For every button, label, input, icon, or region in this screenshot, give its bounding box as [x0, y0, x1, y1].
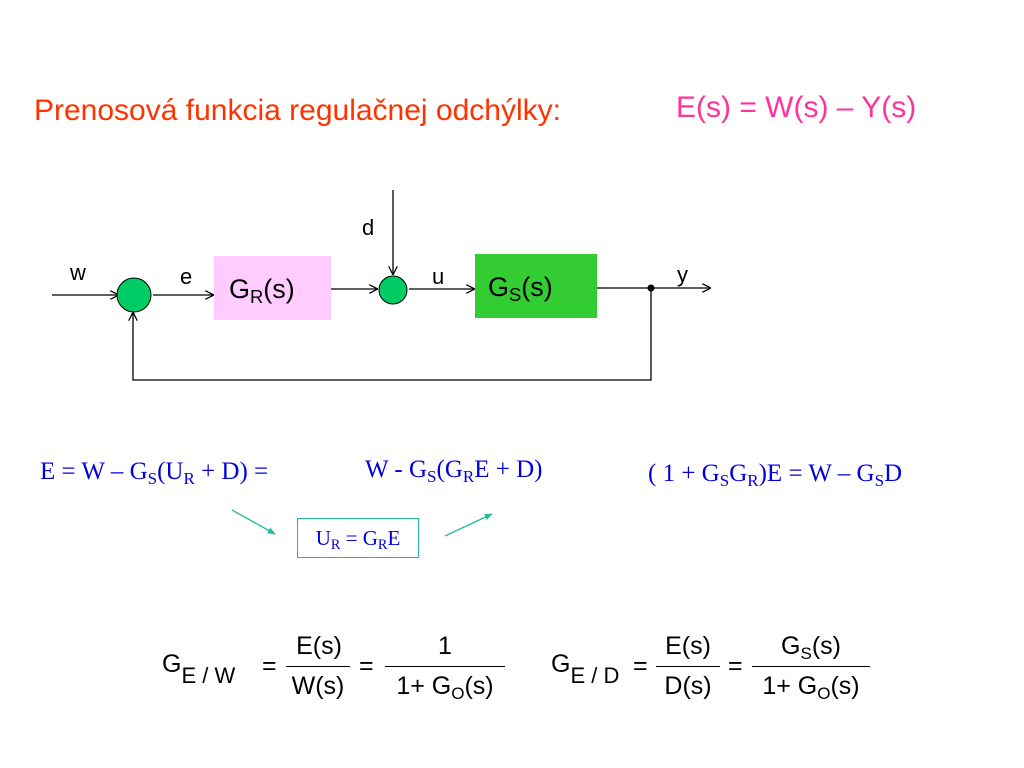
- signal-w-label: w: [70, 260, 86, 285]
- equation-text-2: (G: [436, 456, 463, 483]
- signal-d-label: d: [362, 215, 375, 240]
- tf-ed-equals-2: =: [728, 652, 743, 680]
- subscript-3: R: [747, 470, 759, 490]
- subscript-1: S: [719, 470, 730, 490]
- equation-text-2: = G: [340, 526, 378, 550]
- tf-ed-numerator-1: E(s): [665, 632, 711, 660]
- equation-text-4: E + D): [474, 456, 543, 483]
- substitution-box: UR = GRE: [297, 518, 419, 558]
- subscript-1: R: [330, 536, 341, 553]
- substitution-arrows: [231, 509, 493, 537]
- tf-ed-equals-1: =: [633, 652, 648, 680]
- plant-label: GS(s): [488, 272, 553, 306]
- equation-text-2: G: [729, 460, 748, 487]
- subscript-5: S: [874, 470, 885, 490]
- equation-text-2: (U: [157, 458, 184, 485]
- equation-text-0: W - G: [365, 456, 428, 483]
- tf-ed-fraction-bar-2: [752, 666, 870, 667]
- subscript-1: S: [147, 468, 158, 488]
- title-equation: E(s) = W(s) – Y(s): [676, 91, 917, 124]
- equation-rearranged: ( 1 + GSGR)E = W – GSD: [648, 460, 903, 490]
- controller-block: [214, 256, 331, 320]
- tf-ew-fraction-bar-1: [286, 666, 350, 667]
- controller-label: GR(s): [229, 274, 295, 308]
- subscript-3: R: [462, 466, 475, 486]
- tf-ed-lhs: GE / D: [551, 650, 620, 688]
- equation-text-4: E: [387, 526, 401, 550]
- tf-ed-fraction-bar-1: [656, 666, 720, 667]
- arrow-into-substitution: [231, 509, 276, 535]
- equation-substituted: W - GS(GRE + D): [365, 456, 543, 486]
- feedback-path: [133, 288, 652, 381]
- equation-text-0: ( 1 + G: [648, 460, 720, 487]
- block-diagram: [52, 190, 1024, 381]
- summing-junction-1: [116, 277, 152, 313]
- equation-text-0: U: [315, 526, 331, 550]
- signal-u-label: u: [432, 264, 445, 289]
- branch-point: [647, 284, 655, 292]
- subscript-1: S: [427, 466, 437, 486]
- equation-text-6: D: [884, 460, 903, 487]
- arrow-out-of-substitution: [444, 513, 493, 537]
- subscript-3: R: [183, 468, 195, 488]
- tf-ed-denominator-1: D(s): [664, 672, 712, 700]
- signal-y-label: y: [677, 262, 688, 287]
- tf-ew-denominator-1: W(s): [291, 672, 345, 700]
- slide-title: Prenosová funkcia regulačnej odchýlky:: [34, 94, 561, 127]
- equation-error-expansion: E = W – GS(UR + D) =: [40, 458, 269, 488]
- equation-text-4: )E = W – G: [758, 460, 875, 487]
- subscript-3: R: [377, 536, 388, 553]
- tf-ed-numerator-2: GS(s): [781, 632, 841, 663]
- tf-ew-denominator-2: 1+ GO(s): [396, 672, 494, 703]
- summing-junction-2: [378, 275, 408, 305]
- tf-ew-fraction-bar-2: [385, 666, 505, 667]
- tf-ew-numerator-1: E(s): [296, 632, 342, 660]
- tf-ew-equals-1: =: [262, 652, 277, 680]
- equation-text-4: + D) =: [194, 458, 269, 485]
- tf-ew-lhs: GE / W: [162, 650, 236, 688]
- tf-ed-denominator-2: 1+ GO(s): [762, 672, 860, 703]
- equation-text-0: E = W – G: [40, 458, 148, 485]
- plant-block: [475, 254, 597, 318]
- tf-ew-numerator-2: 1: [438, 632, 452, 660]
- signal-e-label: e: [180, 264, 193, 289]
- tf-ew-equals-2: =: [359, 652, 374, 680]
